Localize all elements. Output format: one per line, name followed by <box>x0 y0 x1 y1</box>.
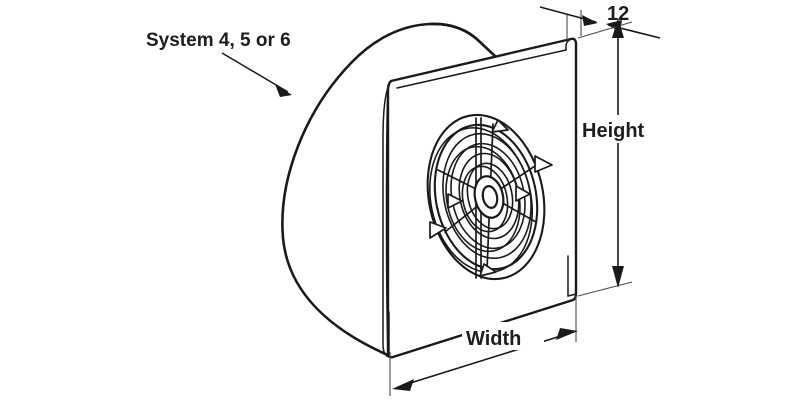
thickness-arrow-left-icon <box>582 15 598 26</box>
dimension-width: Width <box>389 296 578 396</box>
callout-system: System 4, 5 or 6 <box>146 30 292 97</box>
callout-arrow-icon <box>275 84 292 97</box>
height-arrow-up-icon <box>612 18 624 38</box>
dimension-height: Height <box>577 18 672 297</box>
width-arrow-right-icon <box>556 328 578 340</box>
fan-grille <box>426 113 553 281</box>
width-arrow-left-icon <box>392 379 414 391</box>
dimension-thickness-label: 12 <box>607 3 629 25</box>
dimension-width-label: Width <box>466 328 521 350</box>
height-arrow-down-icon <box>612 266 624 288</box>
callout-system-label: System 4, 5 or 6 <box>146 30 291 51</box>
dimension-height-label: Height <box>582 120 645 142</box>
dimension-thickness: 12 <box>539 3 661 40</box>
